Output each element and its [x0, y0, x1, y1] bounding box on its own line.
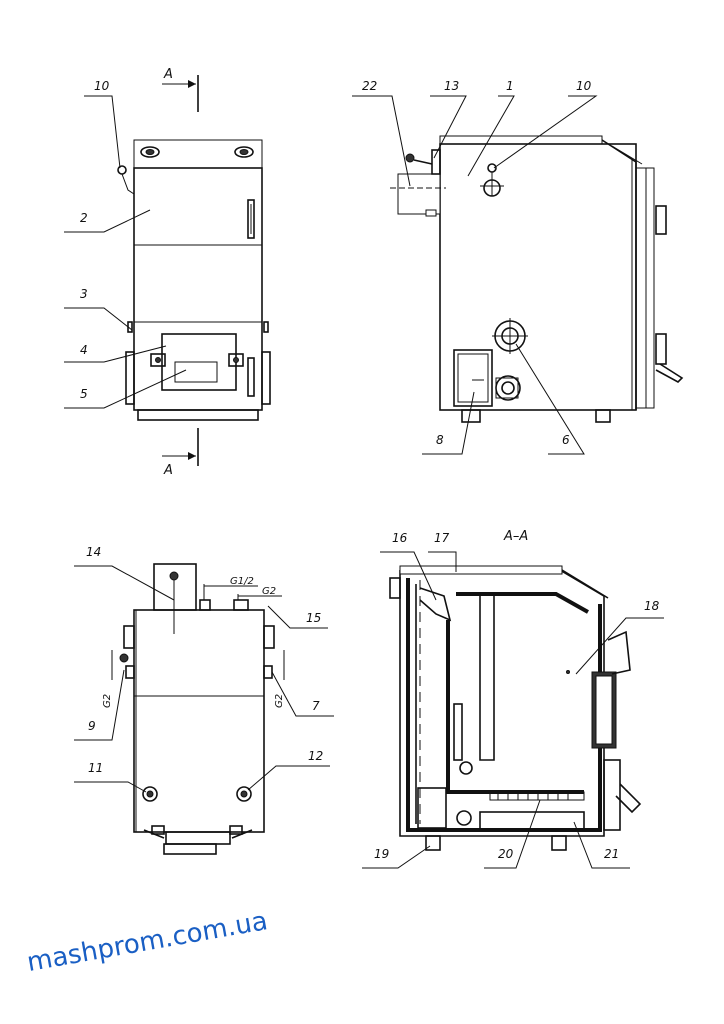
leg-19 [425, 835, 441, 851]
label-4: 4 [80, 343, 88, 357]
top-view: G1/2 G2 G2 G2 14 15 9 7 11 12 [74, 545, 334, 855]
ash-pan [479, 811, 585, 831]
grate [489, 791, 585, 801]
cleaning-hatch [453, 349, 493, 407]
boiler-body-side [439, 143, 637, 411]
side-view: 22 13 1 10 8 6 [352, 79, 684, 455]
regulator-knob-icon [405, 153, 415, 163]
label-17: 17 [434, 531, 450, 545]
dim-g2-right: G2 [274, 694, 285, 708]
arrow-head-top [188, 80, 196, 88]
section-view: A–A [362, 529, 664, 869]
label-20: 20 [498, 847, 514, 861]
label-10-front: 10 [94, 79, 110, 93]
label-21: 21 [604, 847, 619, 861]
socket-12 [236, 786, 252, 802]
label-13: 13 [444, 79, 459, 93]
label-3: 3 [80, 287, 88, 301]
label-10-side: 10 [576, 79, 592, 93]
upper-door-handle [247, 199, 255, 239]
label-8: 8 [436, 433, 444, 447]
heat-exchanger-baffle [479, 594, 495, 761]
label-1: 1 [506, 79, 514, 93]
thermometer-icon [117, 165, 127, 175]
label-16: 16 [392, 531, 408, 545]
section-title: A–A [503, 529, 528, 544]
label-5: 5 [80, 387, 88, 401]
section-marker-top: A [163, 67, 173, 82]
boiler-body-top [133, 609, 265, 833]
top-opening-left [140, 146, 160, 158]
drain-pipe-outlet [495, 375, 521, 401]
boiler-base-front [137, 409, 259, 421]
top-opening-right [234, 146, 254, 158]
ash-door [174, 361, 218, 383]
label-7: 7 [312, 699, 320, 713]
dim-g1-2: G1/2 [230, 576, 254, 587]
label-9: 9 [88, 719, 96, 733]
label-22: 22 [362, 79, 377, 93]
label-12: 12 [308, 749, 323, 763]
label-15: 15 [306, 611, 321, 625]
section-marker-bottom: A [163, 463, 173, 478]
boiler-body-front [133, 167, 263, 411]
label-2: 2 [80, 211, 88, 225]
front-view: A A [64, 67, 271, 478]
flue-collar [397, 173, 441, 215]
flue-damper [419, 587, 452, 622]
lower-door-handle [247, 357, 255, 397]
label-19: 19 [374, 847, 389, 861]
flue-stub-top [153, 563, 197, 611]
dim-g2-top: G2 [262, 586, 276, 597]
socket-11 [142, 786, 158, 802]
label-6: 6 [562, 433, 570, 447]
label-14: 14 [86, 545, 101, 559]
label-11: 11 [88, 761, 103, 775]
label-18: 18 [644, 599, 660, 613]
dim-g2-left: G2 [102, 694, 113, 708]
